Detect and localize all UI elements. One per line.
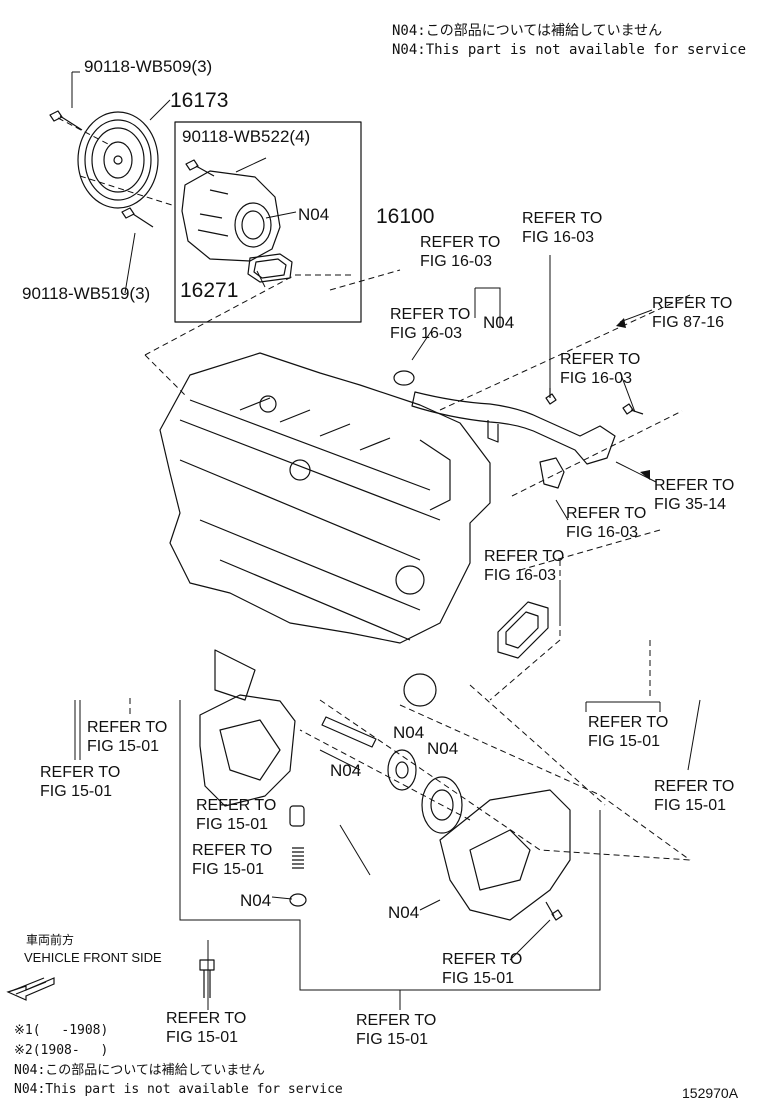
gear-drawings: [387, 749, 463, 834]
vehicle-front-ja: 車両前方: [26, 933, 75, 947]
refer-to-label[interactable]: REFER TO FIG 15-01: [196, 797, 277, 833]
header-note-en: N04:This part is not available for servi…: [392, 42, 747, 58]
refer-to-label[interactable]: REFER TO FIG 15-01: [356, 1012, 437, 1048]
refer-to-label[interactable]: REFER TO FIG 15-01: [40, 764, 121, 800]
refer-to-label[interactable]: REFER TO FIG 15-01: [166, 1010, 247, 1046]
refer-to-label[interactable]: REFER TO FIG 87-16: [652, 295, 733, 331]
part-label-n04-gear-small[interactable]: N04: [393, 723, 425, 742]
part-label-90118-wb509[interactable]: 90118-WB509(3): [84, 57, 213, 76]
assembly-lines: [57, 117, 691, 861]
pin-drawing: [321, 716, 377, 748]
header-note-ja: N04:この部品については補給していません: [392, 23, 663, 39]
footer-note-ja: N04:この部品については補給していません: [14, 1063, 265, 1078]
water-pump-drawing: [181, 170, 281, 262]
seal-drawing: [289, 893, 307, 907]
part-label-n04-water-pipe[interactable]: N04: [483, 313, 515, 332]
front-side-arrow-icon: [6, 977, 55, 1001]
leader-lines: [71, 71, 701, 1010]
refer-to-label[interactable]: REFER TO FIG 16-03: [484, 548, 565, 584]
part-label-16271[interactable]: 16271: [180, 279, 239, 302]
footer-note-range-2: ※2(1908- ): [14, 1043, 109, 1058]
part-label-n04-water-pump[interactable]: N04: [298, 205, 330, 224]
refer-to-label[interactable]: REFER TO FIG 16-03: [566, 505, 647, 541]
bolt-drawings: [49, 110, 644, 998]
refer-to-label[interactable]: REFER TO FIG 35-14: [654, 477, 735, 513]
gasket-right-drawing: [497, 601, 549, 659]
part-label-n04-oil-pump[interactable]: N04: [388, 903, 420, 922]
refer-to-label[interactable]: REFER TO FIG 15-01: [192, 842, 273, 878]
diagram-code: 152970A: [682, 1085, 739, 1101]
oil-pump-body-drawing: [439, 789, 571, 921]
part-label-n04-gear-large[interactable]: N04: [427, 739, 459, 758]
refer-to-label[interactable]: REFER TO FIG 15-01: [588, 714, 669, 750]
part-label-90118-wb519[interactable]: 90118-WB519(3): [22, 284, 151, 303]
refer-to-label[interactable]: REFER TO FIG 16-03: [390, 306, 471, 342]
refer-to-label[interactable]: REFER TO FIG 15-01: [442, 951, 523, 987]
part-label-90118-wb522[interactable]: 90118-WB522(4): [182, 127, 311, 146]
water-pump-group-box: [174, 121, 362, 323]
refer-to-label[interactable]: REFER TO FIG 16-03: [420, 234, 501, 270]
spring-drawing: [292, 847, 304, 869]
part-label-n04-pin[interactable]: N04: [330, 761, 362, 780]
footer-note-en: N04:This part is not available for servi…: [14, 1082, 343, 1097]
refer-to-label[interactable]: REFER TO FIG 16-03: [522, 210, 603, 246]
part-label-16173[interactable]: 16173: [170, 89, 229, 112]
part-label-n04-seal[interactable]: N04: [240, 891, 272, 910]
water-pipe-drawing: [393, 370, 616, 489]
part-label-16100[interactable]: 16100: [376, 205, 435, 228]
refer-to-label[interactable]: REFER TO FIG 15-01: [654, 778, 735, 814]
refer-to-label[interactable]: REFER TO FIG 16-03: [560, 351, 641, 387]
arrow-heads: [616, 318, 650, 480]
footer-note-range-1: ※1( -1908): [14, 1023, 109, 1038]
plug-drawing: [289, 805, 305, 827]
pulley-drawing: [77, 111, 159, 209]
oil-pump-housing-drawing: [199, 694, 296, 807]
vehicle-front-en: VEHICLE FRONT SIDE: [24, 950, 162, 965]
refer-to-label[interactable]: REFER TO FIG 15-01: [87, 719, 168, 755]
engine-block-drawing: [159, 352, 491, 707]
